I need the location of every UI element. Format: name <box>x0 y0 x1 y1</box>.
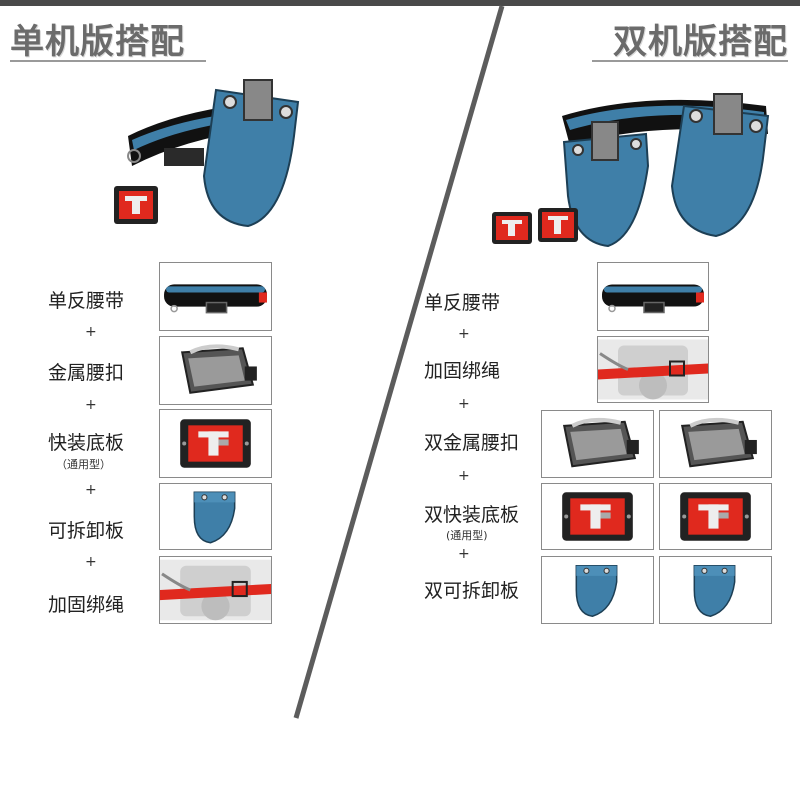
detachable-pouch-icon <box>160 484 271 549</box>
plus-sign: + <box>458 546 470 562</box>
metal-buckle-thumbnail-1 <box>541 410 654 478</box>
item-label-strap: 加固绑绳 <box>48 594 125 616</box>
plus-sign: + <box>458 468 470 484</box>
item-label-belt: 单反腰带 <box>48 290 125 312</box>
title-underline <box>10 60 206 62</box>
quick-release-plate-icon <box>542 484 653 549</box>
item-label-double-metal-buckle: 双金属腰扣 <box>424 432 520 454</box>
detachable-pouch-thumbnail-2 <box>659 556 772 624</box>
metal-buckle-icon <box>542 411 653 477</box>
item-label-metal-buckle: 金属腰扣 <box>48 362 125 384</box>
top-bar <box>0 0 800 6</box>
metal-buckle-icon <box>160 337 271 404</box>
quick-plate-thumbnail-1 <box>541 483 654 550</box>
double-version-title: 双机版搭配 <box>613 22 788 62</box>
plus-sign: + <box>458 396 470 412</box>
item-label-quick-plate: 快装底板 <box>48 432 125 454</box>
belt-icon <box>598 263 708 330</box>
item-sublabel-universal: (通用型) <box>446 529 488 542</box>
item-label-detachable-pouch: 可拆卸板 <box>48 520 125 542</box>
item-label-strap: 加固绑绳 <box>424 360 501 382</box>
plus-sign: + <box>85 324 97 340</box>
metal-buckle-thumbnail <box>159 336 272 405</box>
belt-icon <box>160 263 271 330</box>
title-underline <box>592 60 788 62</box>
plus-sign: + <box>85 397 97 413</box>
strap-icon <box>598 337 708 402</box>
double-belt-product-image <box>492 93 770 248</box>
single-belt-product-image <box>114 79 300 228</box>
strap-thumbnail <box>159 556 272 624</box>
plus-sign: + <box>458 326 470 342</box>
quick-plate-thumbnail-2 <box>659 483 772 550</box>
metal-buckle-thumbnail-2 <box>659 410 772 478</box>
quick-release-plate-icon <box>660 484 771 549</box>
item-label-double-detachable-pouch: 双可拆卸板 <box>424 580 520 602</box>
metal-buckle-icon <box>660 411 771 477</box>
detachable-pouch-icon <box>542 557 653 623</box>
strap-icon <box>160 557 271 623</box>
detachable-pouch-icon <box>660 557 771 623</box>
strap-thumbnail <box>597 336 709 403</box>
belt-thumbnail <box>159 262 272 331</box>
item-label-double-quick-plate: 双快装底板 <box>424 504 520 526</box>
single-version-title: 单机版搭配 <box>10 22 185 62</box>
item-sublabel-universal: （通用型） <box>56 458 111 471</box>
detachable-pouch-thumbnail-1 <box>541 556 654 624</box>
plus-sign: + <box>85 554 97 570</box>
quick-release-plate-icon <box>160 410 271 477</box>
quick-plate-thumbnail <box>159 409 272 478</box>
item-label-belt: 单反腰带 <box>424 292 501 314</box>
plus-sign: + <box>85 482 97 498</box>
detachable-pouch-thumbnail <box>159 483 272 550</box>
belt-thumbnail <box>597 262 709 331</box>
